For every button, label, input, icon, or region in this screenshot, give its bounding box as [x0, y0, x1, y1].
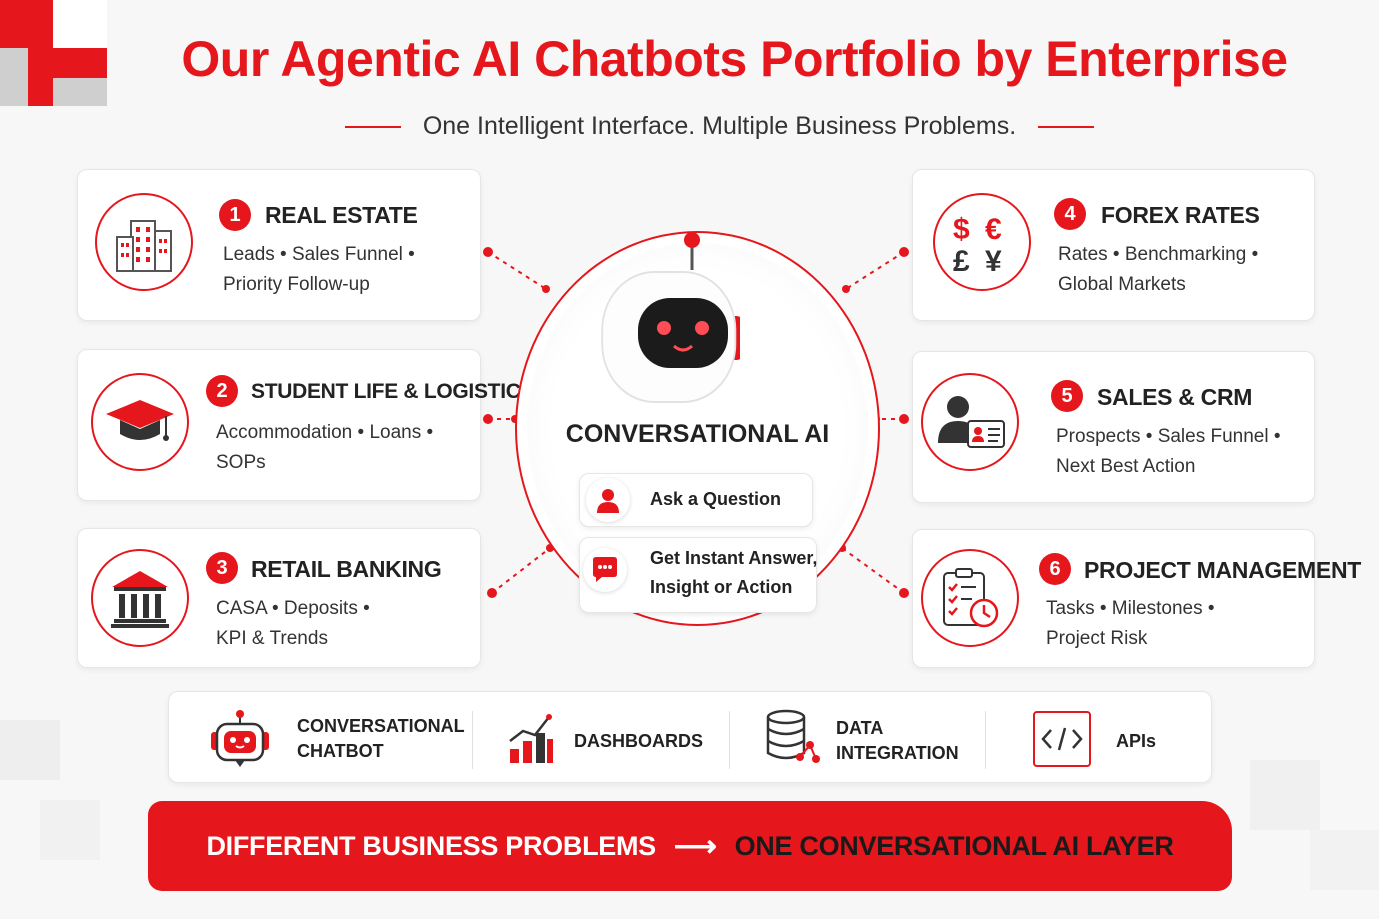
card-title: PROJECT MANAGEMENT — [1084, 557, 1362, 583]
card-sales-crm[interactable]: 5 SALES & CRM Prospects • Sales Funnel •… — [912, 351, 1315, 503]
chatbot-icon — [211, 710, 269, 767]
feature-divider — [985, 711, 986, 769]
card-number-badge: 4 — [1054, 198, 1086, 230]
card-detail-line2: Next Best Action — [1056, 456, 1196, 477]
building-icon — [95, 193, 193, 291]
card-title: SALES & CRM — [1097, 384, 1253, 410]
svg-text:$: $ — [953, 213, 970, 246]
card-title: FOREX RATES — [1101, 202, 1260, 228]
instant-answer-label-line1: Get Instant Answer, — [650, 548, 818, 568]
feature-data-line2: INTEGRATION — [836, 743, 959, 763]
card-retail-banking[interactable]: 3 RETAIL BANKING CASA • Deposits • KPI &… — [77, 528, 481, 668]
subtitle-rule-left — [344, 125, 401, 128]
card-detail-line1: Leads • Sales Funnel • — [223, 244, 415, 265]
card-detail-line1: Tasks • Milestones • — [1046, 598, 1215, 619]
card-number-badge: 3 — [206, 552, 238, 584]
feature-apis: APIs — [1116, 731, 1157, 751]
instant-answer-step[interactable]: Get Instant Answer, Insight or Action — [579, 537, 817, 613]
feature-divider — [472, 711, 473, 769]
card-detail-line2: Global Markets — [1058, 274, 1186, 295]
user-icon — [586, 478, 630, 522]
card-detail-line2: KPI & Trends — [216, 628, 328, 649]
svg-text:€: € — [985, 213, 1002, 246]
card-detail-line2: SOPs — [216, 452, 266, 473]
card-title: RETAIL BANKING — [251, 556, 442, 582]
card-detail-line1: CASA • Deposits • — [216, 598, 370, 619]
card-real-estate[interactable]: 1 REAL ESTATE Leads • Sales Funnel • Pri… — [77, 169, 481, 321]
database-icon — [766, 709, 820, 763]
svg-text:¥: ¥ — [985, 245, 1002, 277]
card-detail-line1: Prospects • Sales Funnel • — [1056, 426, 1281, 447]
feature-dashboards: DASHBOARDS — [574, 731, 704, 751]
svg-text:£: £ — [953, 245, 970, 277]
robot-icon — [601, 232, 740, 403]
background-pattern — [0, 720, 60, 780]
page-title: Our Agentic AI Chatbots Portfolio by Ent… — [181, 31, 1288, 87]
background-pattern — [40, 800, 100, 860]
card-number-badge: 2 — [206, 375, 238, 407]
banner-right-text: ONE CONVERSATIONAL AI LAYER — [734, 830, 1174, 861]
subtitle-rule-right — [1038, 125, 1095, 128]
bank-icon — [91, 549, 189, 647]
banner-left-text: DIFFERENT BUSINESS PROBLEMS — [206, 830, 656, 861]
center-title: CONVERSATIONAL AI — [565, 420, 830, 448]
card-number-badge: 5 — [1051, 380, 1083, 412]
arrow-right-icon: ⟶ — [673, 829, 717, 863]
chat-bubble-icon — [583, 548, 627, 592]
card-detail-line1: Accommodation • Loans • — [216, 422, 434, 443]
card-number-badge: 1 — [219, 199, 251, 231]
card-forex-rates[interactable]: $ € £ ¥ 4 FOREX RATES Rates • Benchmarki… — [912, 169, 1315, 321]
bar-chart-icon — [509, 714, 553, 763]
background-pattern — [1310, 830, 1379, 890]
currency-icon: $ € £ ¥ — [933, 193, 1031, 291]
checklist-clock-icon — [921, 549, 1019, 647]
card-student-life[interactable]: 2 STUDENT LIFE & LOGISTICS Accommodation… — [77, 349, 535, 501]
card-title: STUDENT LIFE & LOGISTICS — [251, 380, 535, 403]
feature-data-line1: DATA — [836, 718, 884, 738]
card-detail-line1: Rates • Benchmarking • — [1058, 244, 1259, 265]
card-title: REAL ESTATE — [265, 202, 418, 228]
code-icon — [1033, 711, 1091, 767]
feature-divider — [729, 711, 730, 769]
background-pattern — [1250, 760, 1320, 830]
instant-answer-label-line2: Insight or Action — [650, 577, 793, 597]
subtitle-text: One Intelligent Interface. Multiple Busi… — [422, 112, 1017, 140]
bottom-banner: DIFFERENT BUSINESS PROBLEMS ⟶ ONE CONVER… — [148, 801, 1232, 891]
feature-bar — [168, 691, 1212, 783]
feature-chatbot-line1: CONVERSATIONAL — [297, 716, 465, 736]
ask-question-label: Ask a Question — [650, 489, 782, 509]
page-subtitle: One Intelligent Interface. Multiple Busi… — [344, 112, 1095, 141]
ask-question-step[interactable]: Ask a Question — [579, 473, 813, 527]
contact-card-icon — [921, 373, 1019, 471]
feature-chatbot-line2: CHATBOT — [297, 741, 384, 761]
card-detail-line2: Project Risk — [1046, 628, 1148, 649]
card-number-badge: 6 — [1039, 553, 1071, 585]
card-project-management[interactable]: 6 PROJECT MANAGEMENT Tasks • Milestones … — [912, 529, 1361, 668]
card-detail-line2: Priority Follow-up — [223, 274, 370, 295]
graduation-cap-icon — [91, 373, 189, 471]
